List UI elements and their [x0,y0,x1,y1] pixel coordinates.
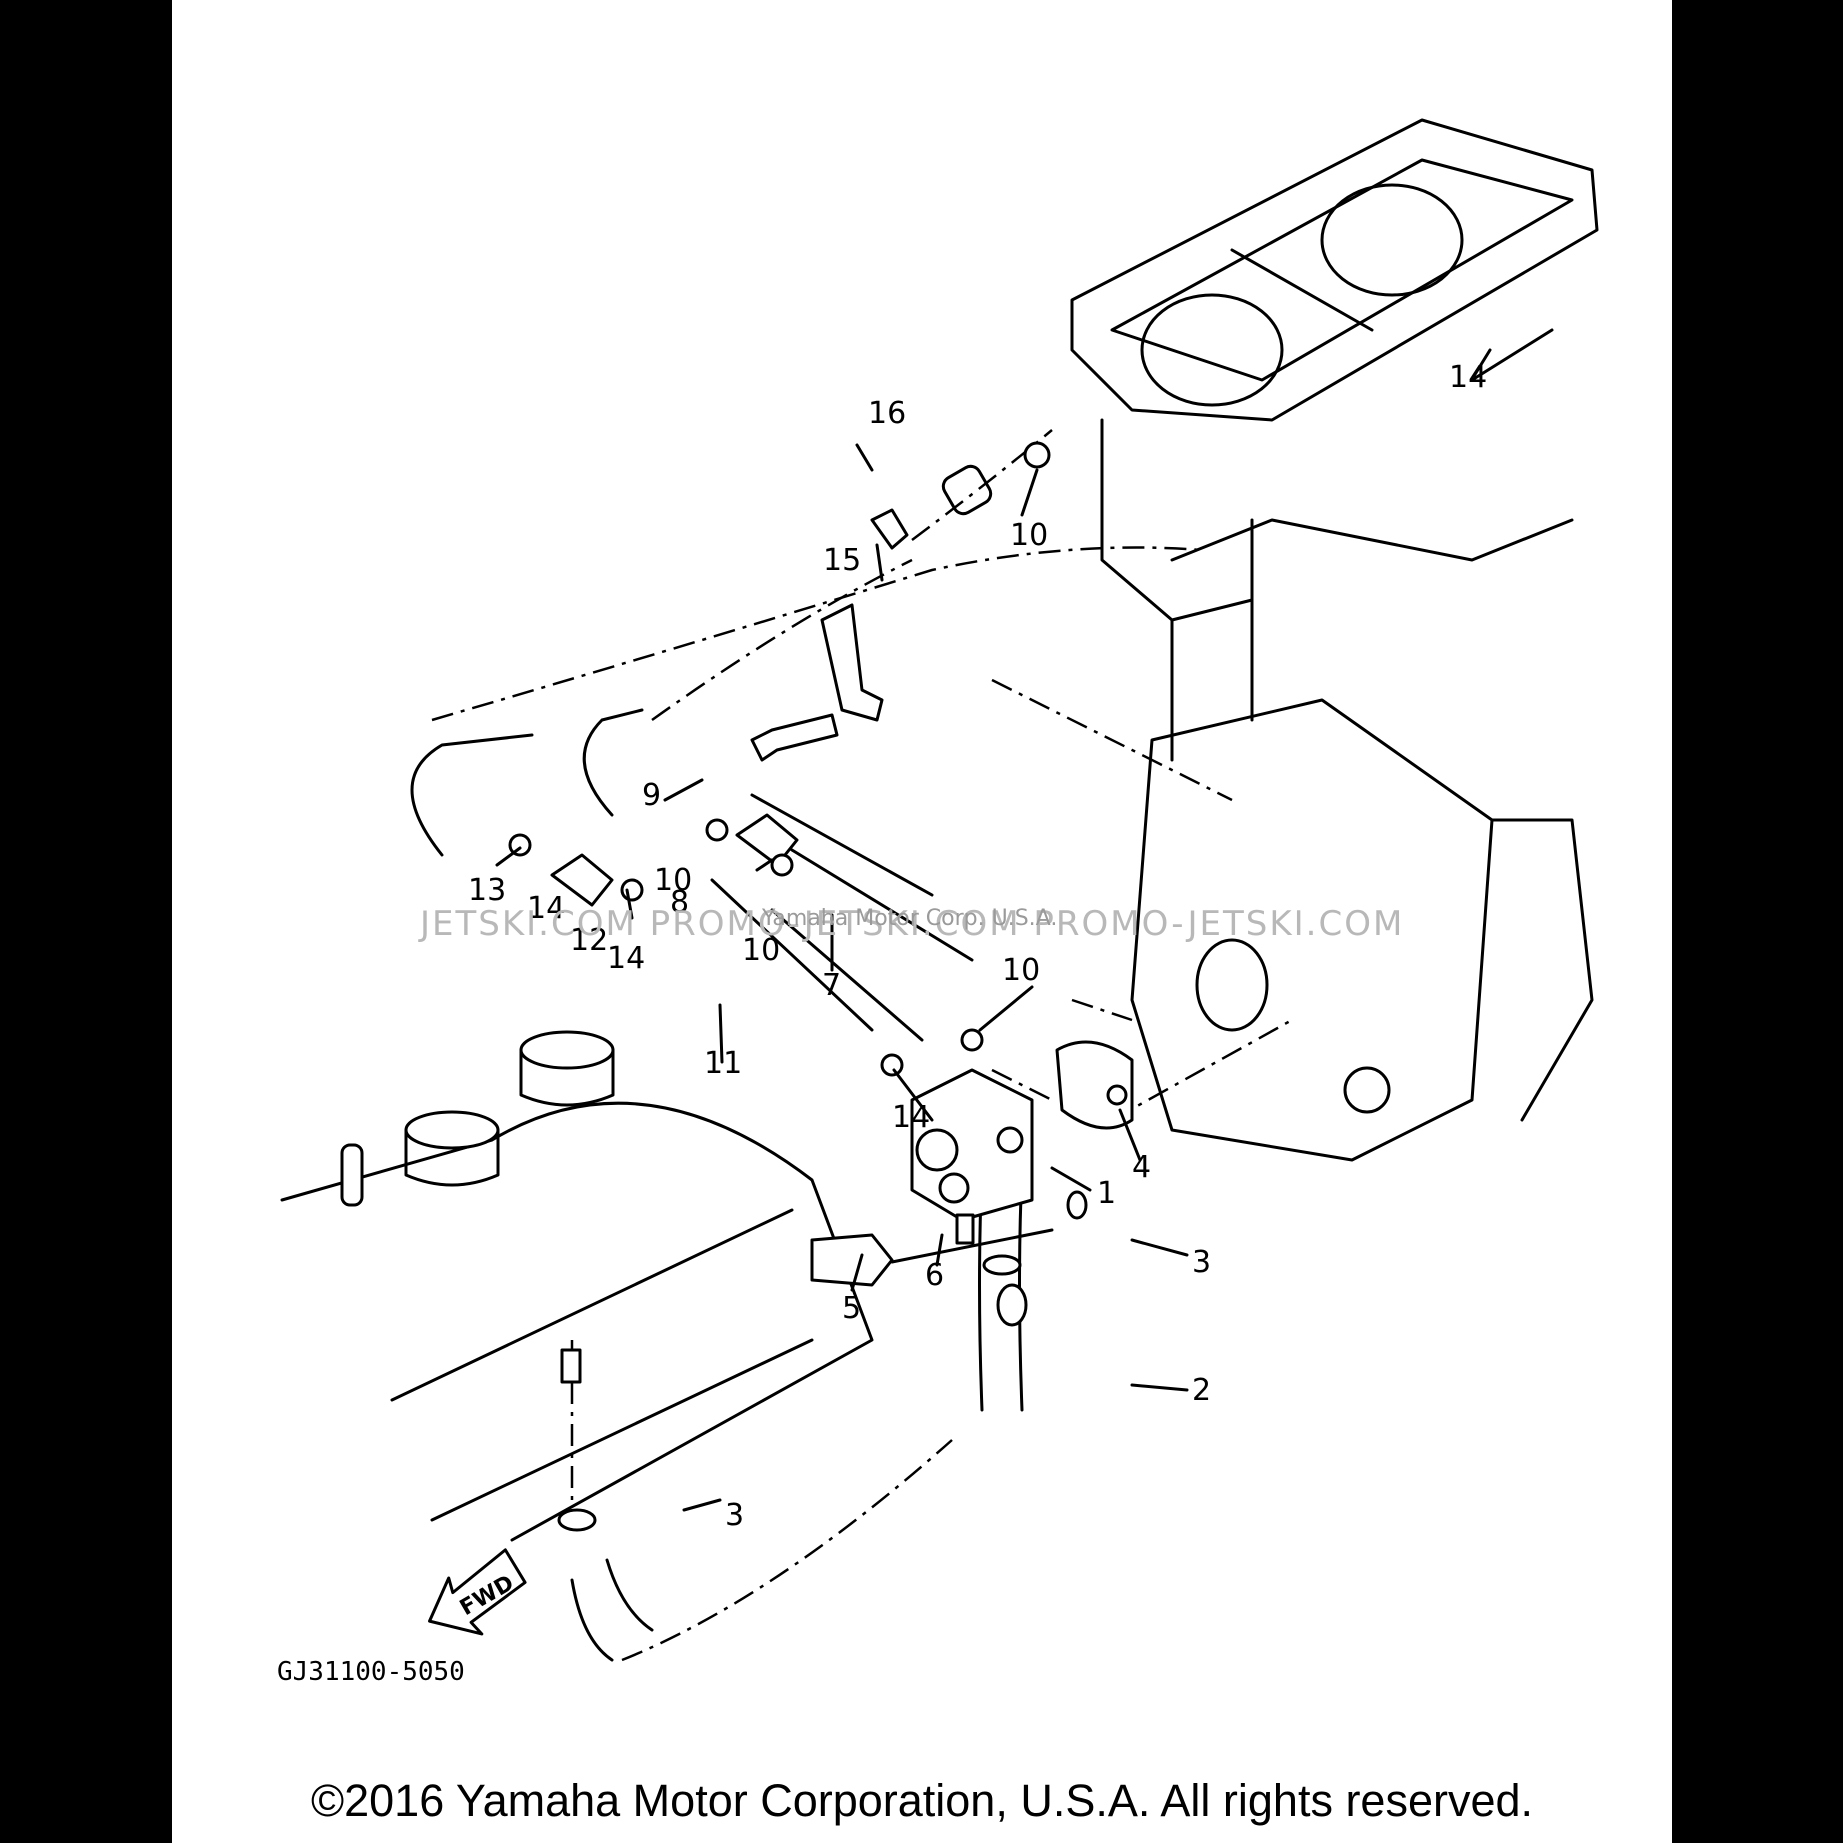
callout-5: 5 [842,1291,861,1326]
callout-15: 15 [823,543,861,578]
callout-10c: 10 [1002,953,1040,988]
callout-1: 1 [1097,1176,1116,1211]
drawing-code: GJ31100-5050 [277,1657,465,1687]
callout-6: 6 [925,1258,944,1293]
callout-13: 13 [468,873,506,908]
callout-10d: 10 [1010,518,1048,553]
callout-3b: 3 [725,1498,744,1533]
callout-10a: 10 [654,863,692,898]
watermark-small: Yamaha Motor Corp. U.S.A. [761,906,1057,931]
bracket-and-bolt [750,508,909,762]
callout-8: 8 [670,885,689,920]
callout-16: 16 [868,396,906,431]
callout-12: 12 [570,923,608,958]
callout-11: 11 [704,1046,742,1081]
callout-14c: 14 [892,1100,930,1135]
watermark: JETSKI.COM PROMO-JETSKI.COM PROMO-JETSKI… [418,904,1404,944]
diagram-sheet: 1 2 3 3 4 5 6 7 8 9 10 10 10 10 11 12 13… [172,0,1672,1843]
callout-7: 7 [822,968,841,1003]
callout-10b: 10 [742,933,780,968]
parts-diagram: 1 2 3 3 4 5 6 7 8 9 10 10 10 10 11 12 13… [277,118,1599,1687]
fuel-cock-assembly [557,1040,1134,1532]
filters-and-clamps [508,441,1051,1077]
copyright-notice: ©2016 Yamaha Motor Corporation, U.S.A. A… [310,1775,1534,1826]
callout-14d: 14 [1449,360,1487,395]
callout-9: 9 [642,778,661,813]
callout-14b: 14 [607,941,645,976]
callout-4: 4 [1132,1150,1151,1185]
engine-block [1070,118,1599,1162]
forward-direction-arrow: FWD [428,1548,527,1636]
callout-3: 3 [1192,1245,1211,1280]
callout-14a: 14 [527,891,565,926]
fuel-tank [280,1030,874,1542]
callout-2: 2 [1192,1373,1211,1408]
callout-leaders [495,348,1492,1512]
part-callouts: 1 2 3 3 4 5 6 7 8 9 10 10 10 10 11 12 13… [468,360,1487,1533]
